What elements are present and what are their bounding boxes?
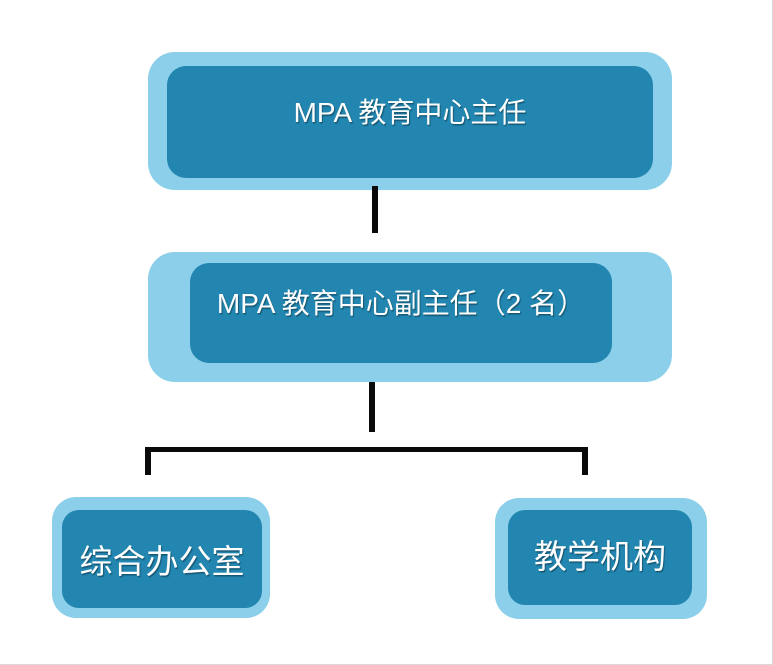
org-node-general-office: 综合办公室 [52,497,270,618]
org-node-general-office-label: 综合办公室 [79,543,245,580]
connector-children-bracket [145,447,588,475]
org-node-teaching-unit-panel: 教学机构 [508,510,692,605]
org-node-director: MPA 教育中心主任 [148,52,672,190]
connector-deputy-stem [369,382,375,432]
connector-director-deputy [372,186,378,233]
org-node-deputy-director: MPA 教育中心副主任（2 名） [148,252,672,382]
org-node-director-panel: MPA 教育中心主任 [167,66,653,178]
org-node-general-office-panel: 综合办公室 [62,510,262,608]
org-node-deputy-director-panel: MPA 教育中心副主任（2 名） [190,263,612,363]
org-node-teaching-unit: 教学机构 [495,498,707,619]
org-node-deputy-director-label: MPA 教育中心副主任（2 名） [216,288,586,319]
org-node-teaching-unit-label: 教学机构 [534,537,666,575]
org-node-director-label: MPA 教育中心主任 [293,97,527,128]
